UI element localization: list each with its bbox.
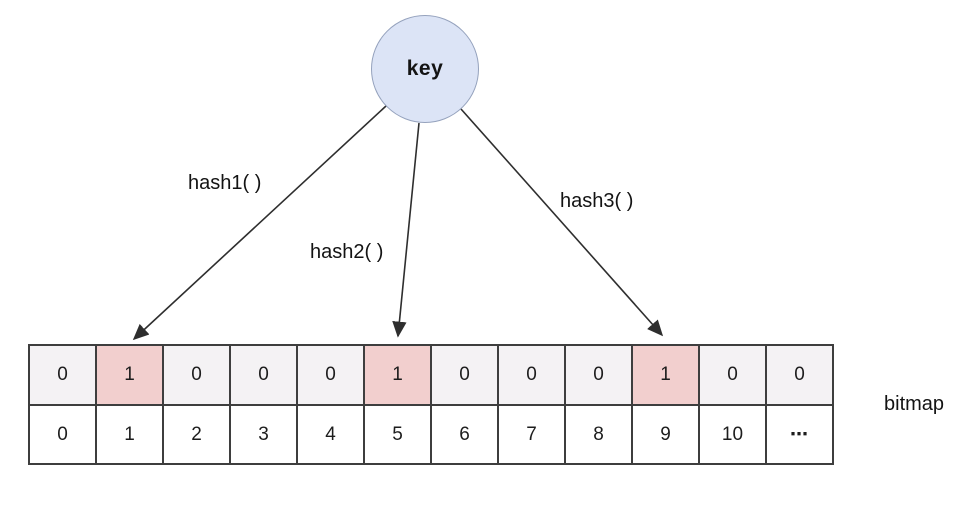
hash3-label: hash3( ) — [560, 190, 634, 212]
index-cell: 0 — [28, 404, 97, 465]
hash1-arrow — [132, 105, 387, 341]
index-cell: 10 — [698, 404, 767, 465]
key-label: key — [406, 57, 444, 80]
hash2-label: hash2( ) — [310, 241, 384, 263]
hash2-arrow — [392, 122, 420, 338]
bit-cell: 0 — [497, 344, 566, 406]
bit-cell: 1 — [95, 344, 164, 406]
bit-cell: 1 — [631, 344, 700, 406]
index-cell: 7 — [497, 404, 566, 465]
bit-cell: 0 — [698, 344, 767, 406]
bit-cell: 1 — [363, 344, 432, 406]
hash3-arrow — [460, 108, 664, 337]
index-cell: 8 — [564, 404, 633, 465]
bit-cell: 0 — [229, 344, 298, 406]
bit-cell: 0 — [430, 344, 499, 406]
bitmap-label: bitmap — [884, 393, 945, 415]
index-row: 0 1 2 3 4 5 6 7 8 9 10 ⋯ — [28, 404, 834, 465]
bit-cell: 0 — [564, 344, 633, 406]
bit-row: 0 1 0 0 0 1 0 0 0 1 0 0 — [28, 344, 834, 406]
index-cell: 9 — [631, 404, 700, 465]
index-cell: 3 — [229, 404, 298, 465]
bit-cell: 0 — [28, 344, 97, 406]
key-node: key — [371, 15, 479, 123]
index-cell-ellipsis: ⋯ — [765, 404, 834, 465]
bit-cell: 0 — [765, 344, 834, 406]
hash1-label: hash1( ) — [188, 172, 262, 194]
index-cell: 5 — [363, 404, 432, 465]
index-cell: 4 — [296, 404, 365, 465]
index-cell: 6 — [430, 404, 499, 465]
bit-cell: 0 — [162, 344, 231, 406]
bitmap-table: 0 1 0 0 0 1 0 0 0 1 0 0 0 1 2 3 4 5 6 — [28, 344, 834, 465]
index-cell: 1 — [95, 404, 164, 465]
index-cell: 2 — [162, 404, 231, 465]
bit-cell: 0 — [296, 344, 365, 406]
